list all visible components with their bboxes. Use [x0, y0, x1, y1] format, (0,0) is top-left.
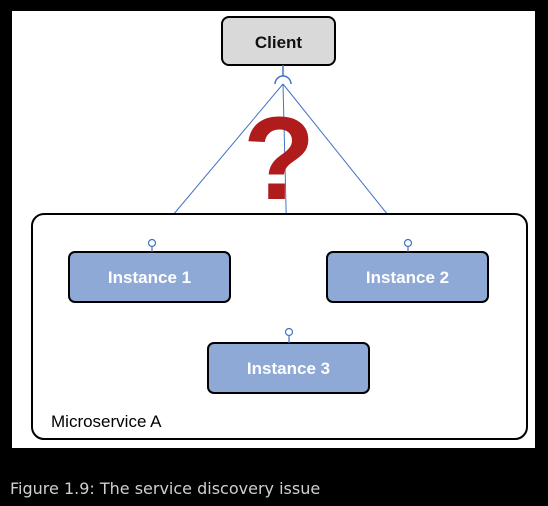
instance-2-label: Instance 2 [366, 268, 449, 287]
client-node [221, 16, 336, 66]
instance-1-node [68, 251, 231, 303]
figure-caption: Figure 1.9: The service discovery issue [10, 479, 321, 498]
service-discovery-diagram: Microservice A Client ? Instance 1 Insta… [31, 16, 528, 440]
instance-1-label: Instance 1 [108, 268, 191, 287]
instance-1-lollipop-icon [147, 238, 157, 252]
figure-panel: Microservice A Client ? Instance 1 Insta… [12, 11, 535, 448]
microservice-label: Microservice A [51, 412, 162, 431]
client-label: Client [255, 33, 303, 52]
instance-3-label: Instance 3 [247, 359, 330, 378]
instance-2-lollipop-icon [403, 238, 413, 252]
question-mark-icon: ? [243, 93, 315, 225]
client-socket-icon [274, 75, 292, 85]
microservice-container [31, 213, 528, 440]
instance-3-lollipop-icon [284, 327, 294, 343]
